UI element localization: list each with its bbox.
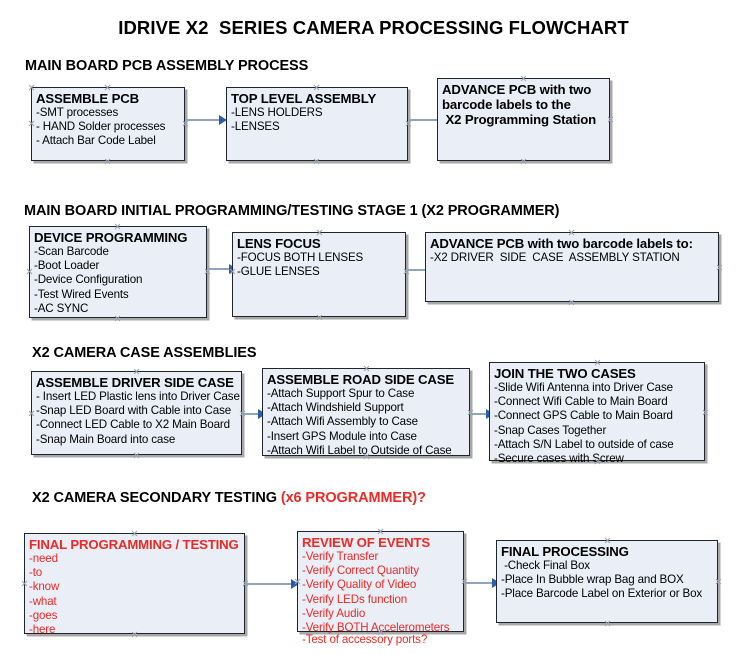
section-header-x2-camera-secondary-testing: X2 CAMERA SECONDARY TESTING (x6 PROGRAMM… (32, 490, 426, 506)
node-review-of-events[interactable]: REVIEW OF EVENTS -Verify Transfer -Verif… (297, 531, 464, 646)
node-line: -X2 DRIVER SIDE CASE ASSEMBLY STATION (430, 251, 680, 264)
node-line: -Connect Wifi Cable to Main Board (494, 395, 668, 409)
node-title: LENS FOCUS (237, 236, 321, 251)
section-header-text: X2 CAMERA SECONDARY TESTING (32, 490, 281, 506)
node-line: -here (29, 623, 56, 637)
node-line: -Verify Audio (302, 606, 366, 620)
node-device-programming[interactable]: DEVICE PROGRAMMING -Scan Barcode -Boot L… (29, 226, 207, 318)
node-line: -Place Barcode Label on Exterior or Box (501, 587, 703, 601)
node-assemble-pcb[interactable]: ASSEMBLE PCB -SMT processes - HAND Solde… (31, 87, 185, 161)
section-header-x2-camera-case-assemblies: X2 CAMERA CASE ASSEMBLIES (32, 345, 257, 361)
node-lens-focus[interactable]: LENS FOCUS -FOCUS BOTH LENSES -GLUE LENS… (232, 232, 406, 317)
node-line: -Snap Cases Together (494, 423, 607, 437)
node-line: -LENSES (231, 120, 280, 134)
node-line: -Secure cases with Screw (494, 452, 624, 466)
node-assemble-road-side-case[interactable]: ASSEMBLE ROAD SIDE CASE -Attach Support … (262, 368, 470, 457)
node-line: -Attach Support Spur to Case (267, 387, 415, 400)
node-line: -Verify LEDs function (302, 592, 408, 606)
node-title: ADVANCE PCB with two (442, 82, 592, 97)
node-overflow-line: -Test of accessory ports? (302, 633, 428, 646)
node-title: JOIN THE TWO CASES (494, 366, 636, 381)
node-title: ASSEMBLE ROAD SIDE CASE (267, 372, 455, 387)
node-line: -Connect LED Cable to X2 Main Board (36, 418, 230, 432)
node-title: FINAL PROCESSING (501, 544, 629, 559)
node-line: -what (29, 594, 57, 608)
node-line: -Attach S/N Label to outside of case (494, 437, 674, 451)
node-line: -Verify Transfer (302, 550, 379, 563)
node-final-processing[interactable]: FINAL PROCESSING -Check Final Box -Place… (496, 540, 718, 623)
node-line: -Attach Wifi Label to Outside of Case (267, 443, 452, 457)
node-title: REVIEW OF EVENTS (302, 535, 431, 550)
section-header-red-suffix: (x6 PROGRAMMER)? (280, 490, 426, 506)
node-line: -Connect GPS Cable to Main Board (494, 409, 673, 423)
node-title: ASSEMBLE DRIVER SIDE CASE (36, 375, 234, 390)
node-line: -Check Final Box (501, 559, 590, 572)
node-line: -Verify Quality of Video (302, 578, 417, 592)
node-line: -FOCUS BOTH LENSES (237, 251, 364, 264)
node-final-programming-testing[interactable]: FINAL PROGRAMMING / TESTING -need -to -k… (24, 533, 245, 637)
section-header-main-board-initial-programming: MAIN BOARD INITIAL PROGRAMMING/TESTING S… (24, 203, 560, 219)
node-title: ADVANCE PCB with two barcode labels to: (430, 236, 693, 251)
node-line: -Insert GPS Module into Case (267, 429, 417, 443)
node-line: -Slide Wifi Antenna into Driver Case (494, 381, 673, 394)
node-line: -LENS HOLDERS (231, 106, 323, 119)
node-line: - HAND Solder processes (36, 120, 166, 134)
node-line: -need (29, 552, 58, 565)
node-line: -Attach Wifi Assembly to Case (267, 415, 418, 429)
node-line: -Scan Barcode (34, 245, 109, 258)
node-line: -AC SYNC (34, 301, 89, 315)
node-line: barcode labels to the (442, 97, 571, 112)
node-assemble-driver-side-case[interactable]: ASSEMBLE DRIVER SIDE CASE - Insert LED P… (31, 371, 242, 455)
node-line: -Attach Windshield Support (267, 401, 404, 415)
node-line: X2 Programming Station (442, 112, 597, 127)
node-advance-pcb-to-driver-side-case[interactable]: ADVANCE PCB with two barcode labels to: … (425, 232, 719, 302)
node-line: -Verify Correct Quantity (302, 564, 419, 578)
node-join-the-two-cases[interactable]: JOIN THE TWO CASES -Slide Wifi Antenna i… (489, 362, 705, 465)
node-line: - Insert LED Plastic lens into Driver Ca… (36, 390, 240, 403)
node-line: -SMT processes (36, 106, 119, 119)
node-line: -Boot Loader (34, 259, 100, 273)
node-line: -Snap Main Board into case (36, 432, 176, 446)
node-title: DEVICE PROGRAMMING (34, 230, 188, 245)
node-advance-pcb-to-programming-station[interactable]: ADVANCE PCB with two barcode labels to t… (437, 78, 610, 161)
page-title: IDRIVE X2 SERIES CAMERA PROCESSING FLOWC… (118, 17, 629, 38)
node-line: -Verify BOTH Accelerometers (302, 621, 450, 635)
node-title: ASSEMBLE PCB (36, 91, 139, 106)
node-line: -Test Wired Events (34, 287, 129, 301)
node-line: -GLUE LENSES (237, 265, 320, 279)
node-top-level-assembly[interactable]: TOP LEVEL ASSEMBLY -LENS HOLDERS -LENSES (226, 87, 408, 161)
node-line: -know (29, 580, 60, 594)
node-line: - Attach Bar Code Label (36, 134, 156, 148)
node-line: -Snap LED Board with Cable into Case (36, 404, 232, 418)
section-header-main-board-pcb-assembly: MAIN BOARD PCB ASSEMBLY PROCESS (25, 58, 309, 74)
node-line: -to (29, 566, 43, 580)
arrow-final-programming-to-review-of-events (246, 579, 300, 589)
node-line: -goes (29, 608, 58, 622)
node-line: -Place In Bubble wrap Bag and BOX (501, 573, 684, 587)
node-line: -Device Configuration (34, 273, 143, 287)
arrow-assemble-pcb-to-top-level (186, 115, 228, 125)
node-title: FINAL PROGRAMMING / TESTING (29, 537, 239, 552)
node-title: TOP LEVEL ASSEMBLY (231, 91, 377, 106)
